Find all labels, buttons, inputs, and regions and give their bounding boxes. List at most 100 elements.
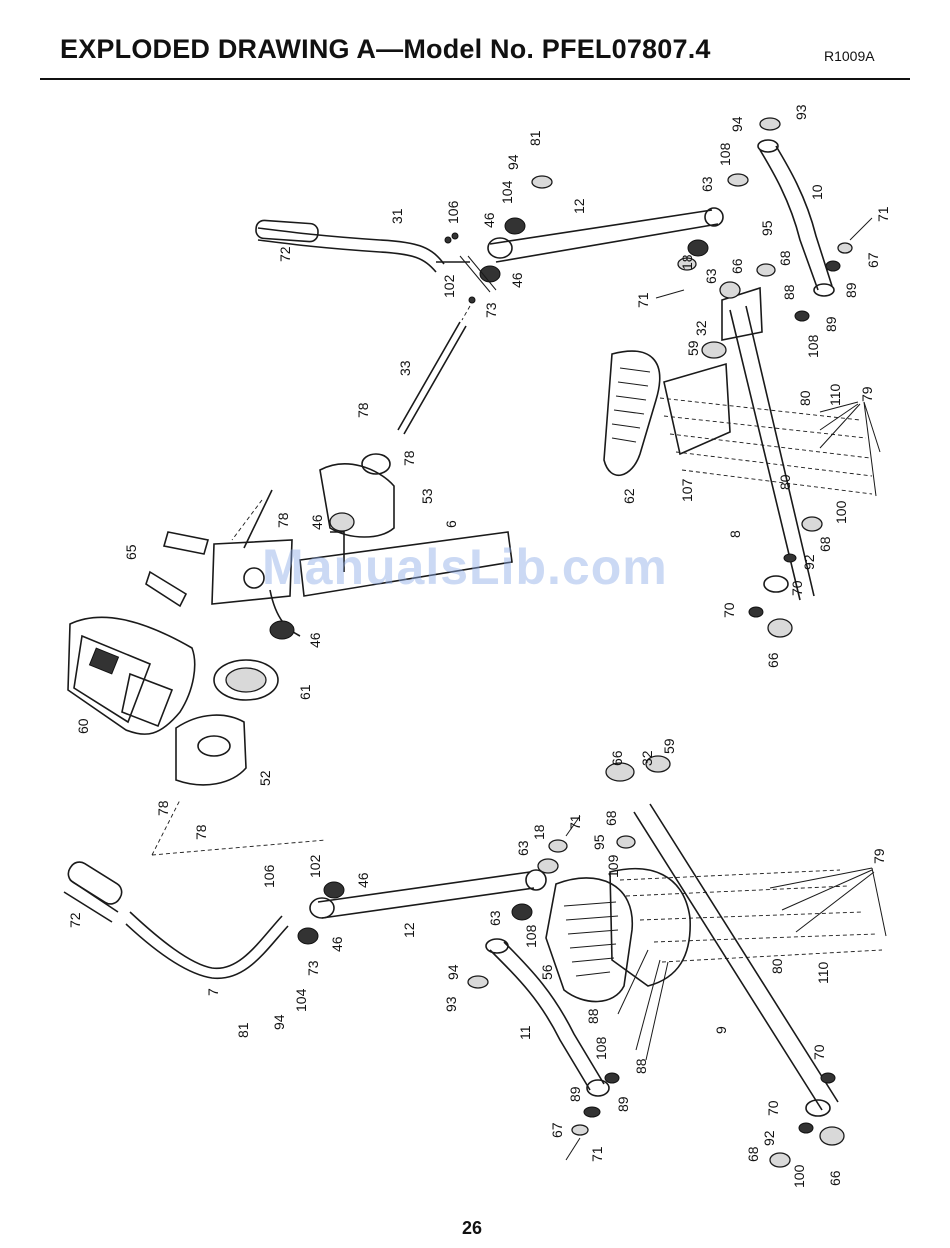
callout: 92: [801, 554, 817, 570]
callout: 68: [777, 250, 793, 266]
callout: 59: [685, 340, 701, 356]
callout: 104: [499, 180, 515, 204]
callout: 93: [793, 104, 809, 120]
callout: 71: [875, 206, 891, 222]
callout: 8: [727, 530, 743, 538]
callout: 92: [761, 1130, 777, 1146]
callout: 110: [815, 961, 831, 984]
callout: 46: [329, 936, 345, 952]
callout: 71: [567, 814, 583, 830]
callout: 95: [591, 834, 607, 850]
page-title: EXPLODED DRAWING A—Model No. PFEL07807.4: [60, 34, 711, 64]
callout: 56: [539, 964, 555, 980]
callout: 12: [401, 922, 417, 938]
callouts: 93 94 108 63 10 81 94 104 46 12 106 31 7…: [67, 104, 891, 1188]
callout: 94: [271, 1014, 287, 1030]
callout: 108: [523, 924, 539, 948]
drawing-code: R1009A: [824, 48, 875, 64]
callout: 95: [759, 220, 775, 236]
callout: 62: [621, 488, 637, 504]
callout: 68: [817, 536, 833, 552]
callout: 108: [717, 142, 733, 166]
callout: 10: [809, 184, 825, 200]
callout: 88: [585, 1008, 601, 1024]
callout: 81: [235, 1022, 251, 1038]
callout: 80: [769, 958, 785, 974]
callout: 108: [593, 1036, 609, 1060]
callout: 79: [859, 386, 875, 402]
callout: 46: [481, 212, 497, 228]
callout: 66: [765, 652, 781, 668]
callout: 89: [843, 282, 859, 298]
upper-bolt-lines: [659, 397, 881, 497]
lower-arm-assembly: [63, 755, 887, 1168]
callout: 89: [615, 1096, 631, 1112]
callout: 89: [823, 316, 839, 332]
callout: 100: [833, 500, 849, 524]
callout: 18: [531, 824, 547, 840]
callout: 78: [355, 402, 371, 418]
callout: 106: [261, 864, 277, 888]
callout: 78: [401, 450, 417, 466]
callout: 11: [517, 1025, 533, 1040]
callout: 9: [713, 1026, 729, 1034]
callout: 70: [811, 1044, 827, 1060]
callout: 78: [155, 800, 171, 816]
callout: 46: [509, 272, 525, 288]
callout: 88: [633, 1058, 649, 1074]
callout: 80: [797, 390, 813, 406]
callout: 70: [789, 580, 805, 596]
callout: 71: [589, 1146, 605, 1162]
callout: 52: [257, 770, 273, 786]
callout: 94: [729, 116, 745, 132]
callout: 108: [805, 334, 821, 358]
callout: 63: [703, 268, 719, 284]
callout: 94: [445, 964, 461, 980]
callout: 110: [827, 383, 843, 406]
callout: 79: [871, 848, 887, 864]
callout: 100: [791, 1164, 807, 1188]
callout: 104: [293, 988, 309, 1012]
callout: 72: [277, 246, 293, 262]
upper-arm-assembly: [67, 117, 881, 856]
callout: 102: [441, 274, 457, 298]
callout: 72: [67, 912, 83, 928]
callout: 68: [745, 1146, 761, 1162]
callout: 18: [679, 254, 695, 270]
callout: 67: [549, 1122, 565, 1138]
callout: 107: [679, 478, 695, 502]
callout: 6: [443, 520, 459, 528]
callout: 66: [609, 750, 625, 766]
callout: 70: [765, 1100, 781, 1116]
callout: 73: [483, 302, 499, 318]
page-number: 26: [462, 1218, 483, 1238]
callout: 65: [123, 544, 139, 560]
callout: 109: [605, 854, 621, 878]
callout: 63: [699, 176, 715, 192]
callout: 66: [827, 1170, 843, 1186]
callout: 31: [389, 208, 405, 224]
callout: 88: [781, 284, 797, 300]
callout: 59: [661, 738, 677, 754]
callout: 73: [305, 960, 321, 976]
callout: 68: [603, 810, 619, 826]
callout: 32: [693, 320, 709, 336]
callout: 102: [307, 854, 323, 878]
pedal-grip-lower: [563, 901, 619, 977]
callout: 78: [275, 512, 291, 528]
callout: 70: [721, 602, 737, 618]
callout: 46: [309, 514, 325, 530]
title-rule: [40, 78, 910, 80]
callout: 106: [445, 200, 461, 224]
callout: 32: [639, 750, 655, 766]
callout: 81: [527, 130, 543, 146]
callout: 7: [205, 988, 221, 996]
lower-bolt-lines: [619, 867, 887, 963]
callout: 66: [729, 258, 745, 274]
callout: 63: [487, 910, 503, 926]
callout: 46: [355, 872, 371, 888]
callout: 94: [505, 154, 521, 170]
callout: 53: [419, 488, 435, 504]
